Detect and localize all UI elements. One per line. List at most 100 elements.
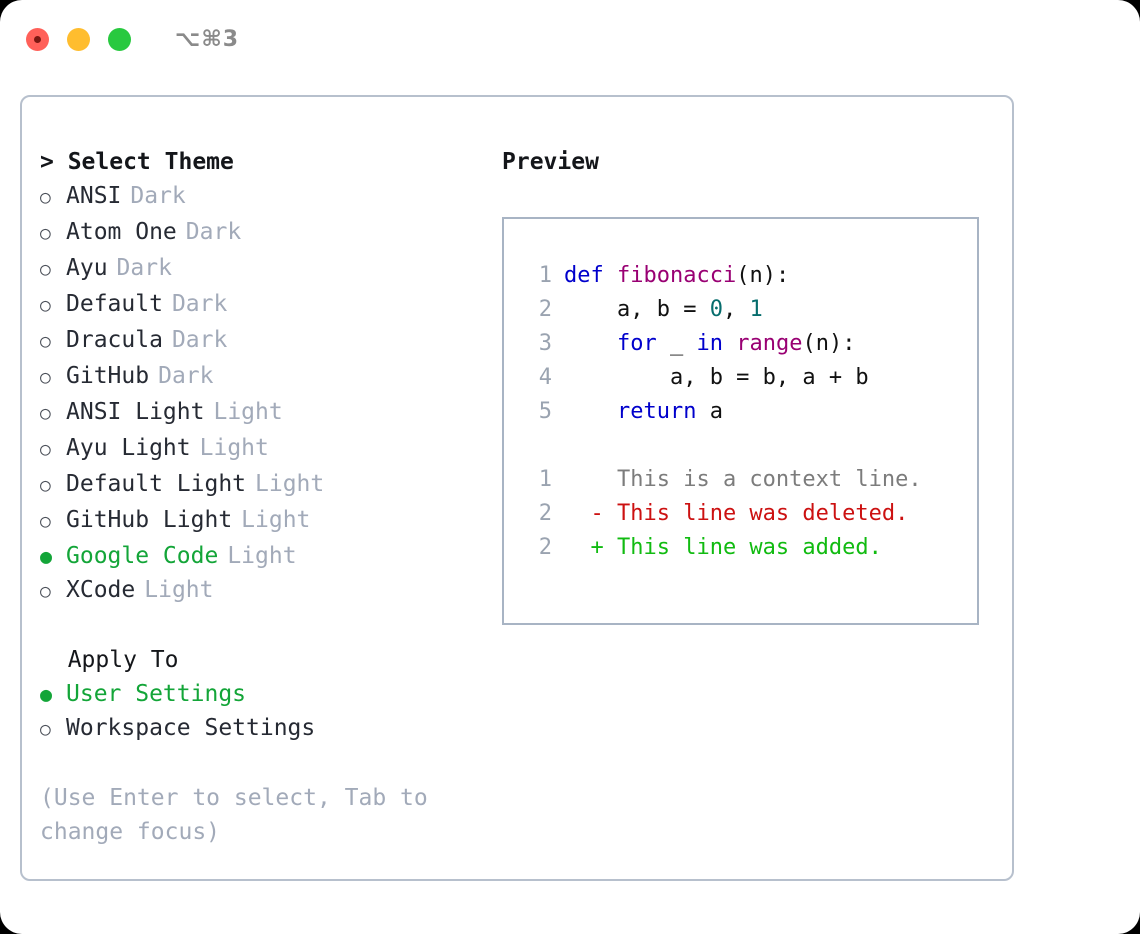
radio-unselected-icon: ○	[40, 295, 51, 316]
radio-selected-icon: ●	[40, 682, 53, 706]
theme-option-label: Default	[66, 291, 163, 317]
line-number: 1	[538, 263, 552, 288]
maximize-button[interactable]	[108, 27, 131, 51]
code-line: 1 def fibonacci(n):	[522, 259, 977, 293]
theme-option-category: Light	[241, 507, 311, 533]
code-token-kw: return	[616, 399, 697, 424]
theme-option-default[interactable]: ○ Default Dark	[40, 287, 492, 323]
diff-sample: 1 This is a context line. 2 - This line w…	[522, 463, 977, 565]
radio-unselected-icon: ○	[40, 581, 51, 602]
code-line-text: a, b = 0, 1	[564, 293, 763, 327]
diff-line-text: This is a context line.	[564, 467, 922, 492]
apply-to-option-label: Workspace Settings	[66, 715, 316, 741]
apply-to-option-workspace-settings[interactable]: ○ Workspace Settings	[40, 711, 492, 747]
code-token-plain	[564, 399, 617, 424]
apply-to-list[interactable]: ● User Settings ○ Workspace Settings	[40, 677, 492, 747]
theme-option-github-light[interactable]: ○ GitHub Light Light	[40, 503, 492, 539]
section-spacer	[40, 609, 492, 643]
keyboard-shortcut-label: ⌥⌘3	[175, 26, 240, 52]
radio-unselected-icon: ○	[40, 511, 51, 532]
theme-option-label: ANSI	[66, 183, 122, 209]
code-line-text: a, b = b, a + b	[564, 361, 869, 395]
code-line: 5 return a	[522, 395, 977, 429]
code-token-plain: _	[656, 331, 697, 356]
theme-option-label: GitHub Light	[66, 507, 233, 533]
theme-option-label: Dracula	[66, 327, 163, 353]
theme-option-category: Dark	[171, 291, 228, 317]
line-number: 5	[538, 399, 552, 424]
code-token-plain: a, b =	[564, 297, 710, 322]
keyboard-hint-text: (Use Enter to select, Tab to change focu…	[40, 785, 428, 845]
preview-title: Preview	[502, 149, 599, 175]
code-line: 4 a, b = b, a + b	[522, 361, 977, 395]
theme-option-category: Dark	[130, 183, 186, 209]
theme-option-label: ANSI Light	[66, 399, 205, 425]
theme-option-category: Light	[255, 471, 325, 497]
radio-unselected-icon: ○	[40, 223, 51, 244]
code-token-kw: for	[616, 331, 657, 356]
theme-option-label: Default Light	[66, 471, 247, 497]
radio-unselected-icon: ○	[40, 331, 51, 352]
code-token-plain: (n):	[802, 331, 856, 356]
theme-option-category: Light	[199, 435, 269, 461]
code-token-num: 1	[749, 297, 763, 322]
theme-option-label: Ayu	[66, 255, 108, 281]
radio-unselected-icon: ○	[40, 475, 51, 496]
apply-to-header: Apply To	[40, 647, 179, 673]
radio-unselected-icon: ○	[40, 439, 51, 460]
code-token-fn: range	[736, 331, 803, 356]
radio-unselected-icon: ○	[40, 719, 51, 740]
diff-line: 2 + This line was added.	[522, 531, 977, 565]
code-diff-spacer	[522, 429, 977, 463]
code-token-plain: ,	[722, 297, 750, 322]
diff-line: 1 This is a context line.	[522, 463, 977, 497]
code-token-plain	[723, 331, 736, 356]
line-number: 4	[538, 365, 552, 390]
code-line-text: def fibonacci(n):	[564, 259, 789, 293]
theme-option-category: Light	[144, 577, 214, 603]
line-number: 1	[538, 467, 552, 492]
close-icon	[34, 35, 41, 43]
radio-unselected-icon: ○	[40, 367, 51, 388]
line-number: 3	[538, 331, 552, 356]
radio-selected-icon: ●	[40, 544, 53, 568]
line-number: 2	[538, 535, 552, 560]
theme-option-default-light[interactable]: ○ Default Light Light	[40, 467, 492, 503]
diff-line-text: + This line was added.	[564, 535, 882, 560]
line-number: 2	[538, 501, 552, 526]
theme-option-category: Light	[227, 543, 297, 569]
theme-option-label: GitHub	[66, 363, 150, 389]
code-line-text: for _ in range(n):	[564, 327, 855, 361]
code-token-plain: a, b = b, a + b	[564, 365, 869, 390]
line-number: 2	[538, 297, 552, 322]
theme-option-ansi[interactable]: ○ ANSI Dark	[40, 179, 492, 215]
apply-to-option-user-settings[interactable]: ● User Settings	[40, 677, 492, 711]
theme-option-label: Ayu Light	[66, 435, 191, 461]
apply-to-option-label: User Settings	[66, 681, 247, 707]
code-token-num: 0	[709, 297, 723, 322]
code-line: 2 a, b = 0, 1	[522, 293, 977, 327]
code-line: 3 for _ in range(n):	[522, 327, 977, 361]
code-token-kw: def	[564, 263, 617, 288]
code-token-fn: fibonacci	[616, 263, 737, 288]
theme-list-header: > Select Theme	[40, 149, 234, 175]
theme-option-ayu-light[interactable]: ○ Ayu Light Light	[40, 431, 492, 467]
radio-unselected-icon: ○	[40, 403, 51, 424]
diff-line-text: - This line was deleted.	[564, 501, 909, 526]
minimize-button[interactable]	[67, 27, 90, 51]
radio-unselected-icon: ○	[40, 187, 51, 208]
close-button[interactable]	[26, 27, 49, 51]
radio-unselected-icon: ○	[40, 259, 51, 280]
